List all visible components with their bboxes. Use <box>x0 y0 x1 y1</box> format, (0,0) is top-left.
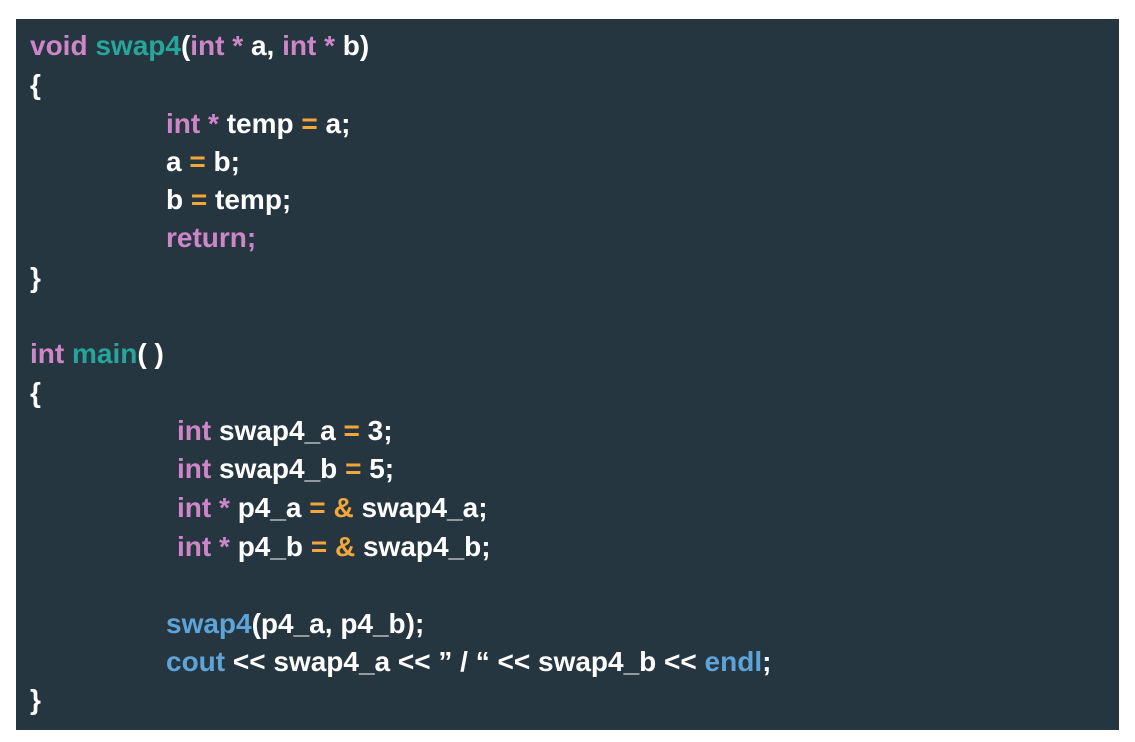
code-token: { <box>30 377 41 408</box>
code-line: b = temp; <box>166 181 291 219</box>
code-token: ; <box>762 646 772 677</box>
code-token: endl <box>704 646 763 677</box>
code-token: * <box>211 492 238 523</box>
code-token: cout <box>166 646 226 677</box>
code-token: p4_b <box>237 531 311 562</box>
code-token: = <box>189 146 206 177</box>
code-token: b) <box>342 30 370 61</box>
code-token: int <box>177 453 219 484</box>
code-token: } <box>30 262 41 293</box>
code-line: return; <box>166 219 256 257</box>
code-token: ” / “ <box>438 646 490 677</box>
code-token: * <box>211 531 238 562</box>
code-line: int * p4_a = & swap4_a; <box>177 489 488 527</box>
code-line: void swap4(int * a, int * b) <box>30 27 369 65</box>
code-token: int <box>190 30 225 61</box>
code-token: & <box>334 531 356 562</box>
code-token: b; <box>205 146 240 177</box>
code-token: main <box>72 338 138 369</box>
code-token: << swap4_a << <box>225 646 439 677</box>
code-token: = <box>309 492 326 523</box>
code-line: int main( ) <box>30 335 164 373</box>
code-token: = <box>343 415 360 446</box>
code-token: = <box>190 184 208 215</box>
code-token: ( ) <box>137 338 164 369</box>
code-token: * <box>200 108 227 139</box>
code-token: a <box>166 146 190 177</box>
code-token: 5; <box>361 453 395 484</box>
code-line: int * p4_b = & swap4_b; <box>177 528 491 566</box>
code-token: temp <box>226 108 302 139</box>
code-token: int <box>177 531 212 562</box>
code-token: int <box>177 415 219 446</box>
code-token <box>327 531 335 562</box>
code-token: swap4_a <box>219 415 344 446</box>
code-token: int <box>177 492 212 523</box>
code-line: a = b; <box>166 143 240 181</box>
code-token: << swap4_b << <box>489 646 705 677</box>
code-token: return; <box>166 222 257 253</box>
code-line: int swap4_a = 3; <box>177 412 393 450</box>
code-line: { <box>30 66 41 104</box>
code-token: a, <box>250 30 283 61</box>
code-token: swap4_b <box>219 453 346 484</box>
code-token: b <box>166 184 191 215</box>
code-token: * <box>224 30 251 61</box>
code-line: } <box>30 681 41 719</box>
code-token: swap4_a; <box>353 492 488 523</box>
code-token: int <box>30 338 72 369</box>
code-token: int <box>166 108 201 139</box>
code-token: * <box>316 30 343 61</box>
code-panel: void swap4(int * a, int * b){int * temp … <box>16 19 1119 730</box>
code-line: int swap4_b = 5; <box>177 450 394 488</box>
code-token: 3; <box>359 415 393 446</box>
code-token: a; <box>317 108 351 139</box>
code-line: swap4(p4_a, p4_b); <box>166 605 424 643</box>
code-line: int * temp = a; <box>166 105 350 143</box>
code-token: temp; <box>207 184 292 215</box>
code-token: p4_a <box>237 492 310 523</box>
code-token: ( <box>180 30 191 61</box>
code-line: } <box>30 259 41 297</box>
code-token: } <box>30 684 41 715</box>
code-token: = <box>301 108 318 139</box>
code-token: (p4_a, p4_b); <box>251 608 425 639</box>
code-token: int <box>282 30 317 61</box>
code-token: swap4_b; <box>355 531 491 562</box>
code-token: swap4 <box>166 608 252 639</box>
code-line: { <box>30 374 41 412</box>
code-token: & <box>333 492 354 523</box>
code-token: swap4 <box>95 30 181 61</box>
code-token: = <box>310 531 328 562</box>
code-token: = <box>345 453 362 484</box>
code-line: cout << swap4_a << ” / “ << swap4_b << e… <box>166 643 771 681</box>
code-token: void <box>30 30 96 61</box>
code-token: { <box>30 69 41 100</box>
